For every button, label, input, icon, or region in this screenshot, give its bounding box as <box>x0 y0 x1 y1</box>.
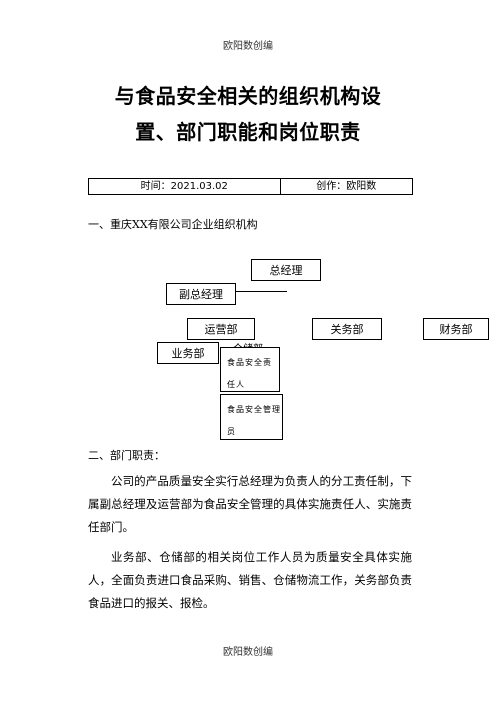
document-title-line-2: 置、部门职能和岗位职责 <box>135 120 361 144</box>
meta-table: 时间：2021.03.02 创作：欧阳数 <box>88 178 414 195</box>
org-box-operations: 运营部 <box>187 318 255 340</box>
org-box-general-manager: 总经理 <box>251 259 321 281</box>
org-box-food-safety-responsible: 食品安全责任人 <box>220 347 280 392</box>
meta-author: 创作：欧阳数 <box>279 178 414 195</box>
meta-time: 时间：2021.03.02 <box>88 178 281 195</box>
paragraph-2: 业务部、仓储部的相关岗位工作人员为质量安全具体实施人，全面负责进口食品采购、销售… <box>88 550 412 610</box>
section-1-heading: 一、重庆XX有限公司企业组织机构 <box>88 218 258 231</box>
org-box-finance: 财务部 <box>423 318 489 340</box>
org-box-food-safety-admin: 食品安全管理员 <box>220 394 283 440</box>
org-box-deputy-manager: 副总经理 <box>166 283 236 305</box>
org-box-business: 业务部 <box>157 342 219 364</box>
org-connector <box>235 291 287 292</box>
document-title-line-1: 与食品安全相关的组织机构设 <box>114 84 382 108</box>
footer-watermark: 欧阳数创编 <box>223 647 273 658</box>
header-watermark: 欧阳数创编 <box>223 41 273 52</box>
meta-row: 时间：2021.03.02 创作：欧阳数 <box>88 178 414 195</box>
section-2-heading: 二、部门职责： <box>88 449 165 462</box>
paragraph-1: 公司的产品质量安全实行总经理为负责人的分工责任制，下属副总经理及运营部为食品安全… <box>88 474 412 534</box>
org-box-customs: 关务部 <box>312 318 382 340</box>
